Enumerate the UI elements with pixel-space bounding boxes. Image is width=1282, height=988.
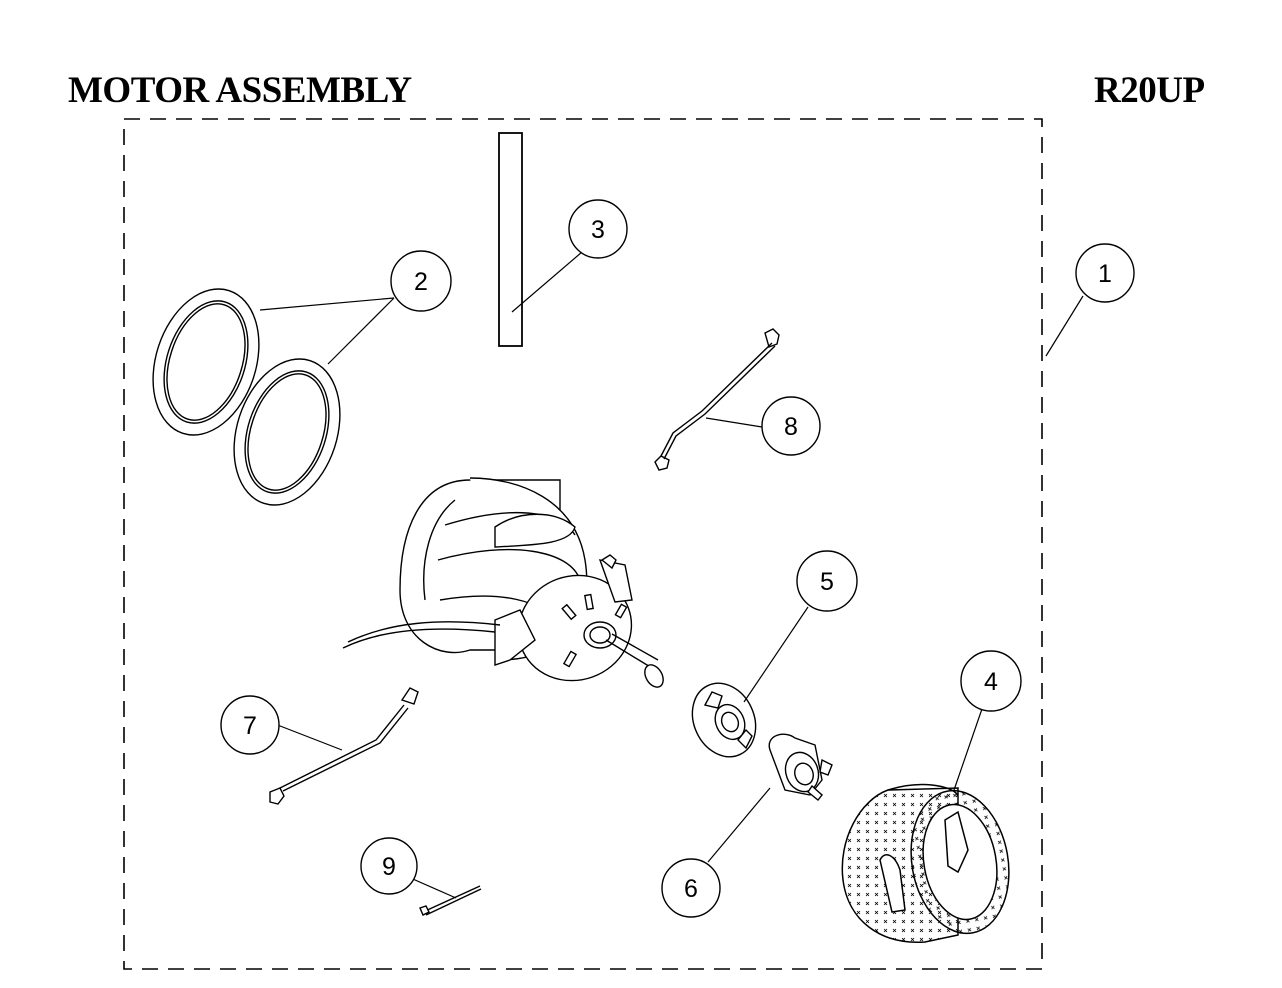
svg-text:5: 5 (820, 568, 834, 596)
part-8-wire-lead (654, 328, 780, 471)
svg-text:8: 8 (784, 413, 798, 441)
model-number: R20UP (1094, 70, 1205, 111)
part-2-gaskets (152, 288, 341, 506)
part-7-wire-lead (269, 687, 419, 805)
part-5-bearing-plate (691, 682, 757, 758)
motor (342, 477, 664, 688)
callout-2: 2 (390, 250, 452, 312)
callout-8: 8 (761, 396, 821, 456)
svg-text:4: 4 (984, 668, 998, 696)
part-3-strip (498, 132, 523, 347)
svg-text:6: 6 (684, 875, 698, 903)
callout-3: 3 (568, 199, 628, 259)
part-4-filter (841, 783, 1010, 943)
part-9-pin (419, 885, 482, 916)
callout-9: 9 (360, 837, 418, 895)
svg-text:2: 2 (414, 268, 428, 296)
callout-1: 1 (1075, 243, 1135, 303)
svg-text:1: 1 (1098, 260, 1112, 288)
callout-6: 6 (661, 858, 721, 918)
part-6-coupler (768, 733, 833, 801)
callout-5: 5 (796, 550, 858, 612)
svg-text:9: 9 (382, 853, 396, 881)
svg-text:3: 3 (591, 216, 605, 244)
callout-4: 4 (960, 650, 1022, 712)
svg-text:7: 7 (243, 712, 257, 740)
leader-lines (259, 251, 1084, 899)
callout-7: 7 (220, 695, 280, 755)
page-title: MOTOR ASSEMBLY (68, 70, 412, 111)
